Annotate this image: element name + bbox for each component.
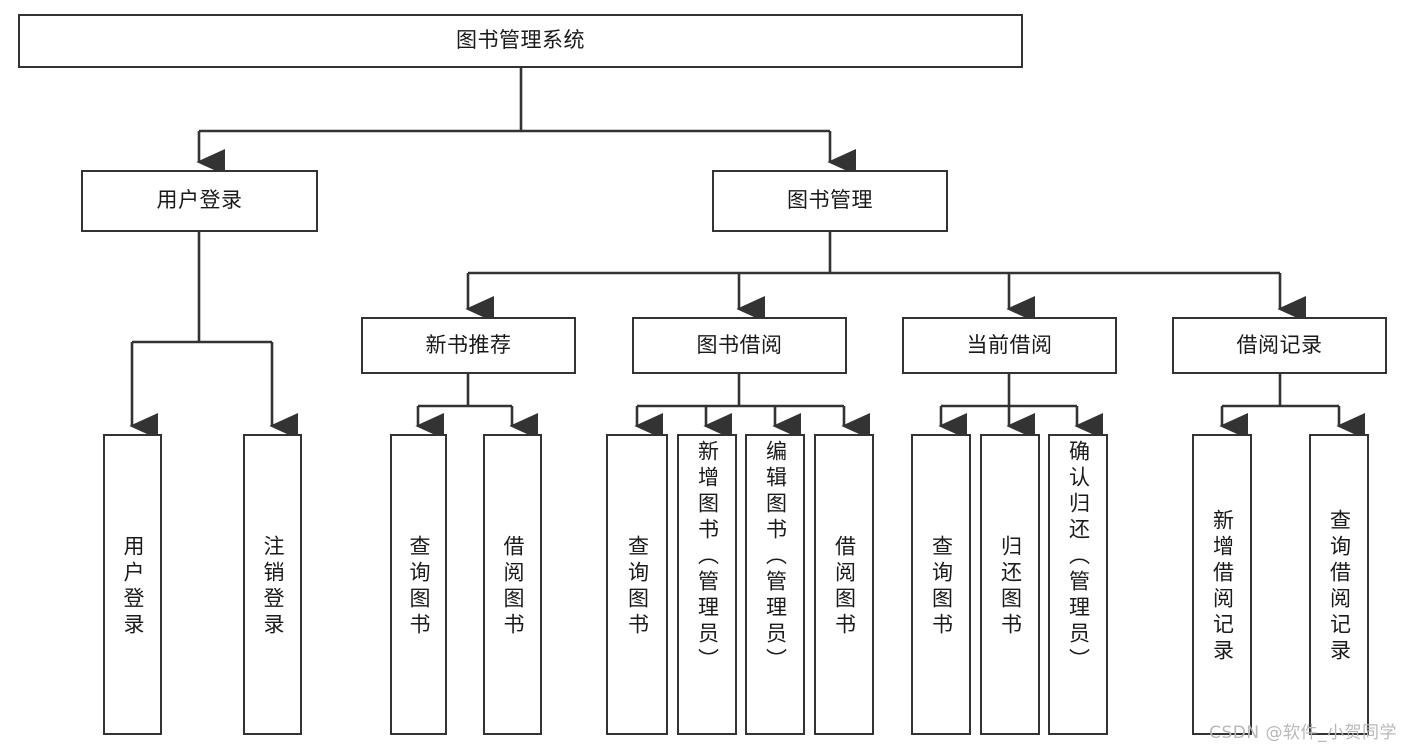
node-leaf-nb-query-book[interactable]: 查询图书 — [390, 434, 447, 735]
node-current-borrow-label: 当前借阅 — [966, 332, 1053, 357]
node-borrow-record-label: 借阅记录 — [1236, 332, 1323, 357]
node-book-management[interactable]: 图书管理 — [712, 170, 948, 232]
node-leaf-nb-borrow-book-label: 借阅图书 — [501, 534, 525, 639]
node-leaf-bb-query-book[interactable]: 查询图书 — [606, 434, 668, 735]
node-leaf-bb-add-book-admin[interactable]: 新增图书（管理员） — [677, 434, 737, 735]
node-leaf-cb-query-book[interactable]: 查询图书 — [911, 434, 971, 735]
node-book-management-label: 图书管理 — [787, 188, 873, 213]
node-leaf-br-query-record[interactable]: 查询借阅记录 — [1309, 434, 1369, 735]
csdn-watermark: CSDN @软件_小贺同学 — [1209, 723, 1397, 743]
node-new-book-recommend-label: 新书推荐 — [425, 332, 512, 357]
node-leaf-bb-borrow-book-label: 借阅图书 — [832, 534, 857, 639]
node-borrow-record[interactable]: 借阅记录 — [1172, 317, 1387, 374]
node-current-borrow[interactable]: 当前借阅 — [902, 317, 1117, 374]
node-root-label: 图书管理系统 — [456, 28, 585, 53]
node-leaf-br-add-record[interactable]: 新增借阅记录 — [1192, 434, 1252, 735]
node-leaf-br-add-record-label: 新增借阅记录 — [1210, 508, 1235, 665]
node-leaf-cb-confirm-return-admin-label: 确认归还（管理员） — [1066, 440, 1091, 674]
node-root-library-system[interactable]: 图书管理系统 — [18, 14, 1023, 68]
node-leaf-bb-borrow-book[interactable]: 借阅图书 — [814, 434, 874, 735]
node-book-borrow-label: 图书借阅 — [696, 332, 783, 357]
node-leaf-nb-query-book-label: 查询图书 — [407, 534, 431, 639]
node-leaf-cb-confirm-return-admin[interactable]: 确认归还（管理员） — [1048, 434, 1108, 735]
node-user-login-label: 用户登录 — [156, 188, 243, 213]
node-leaf-user-login[interactable]: 用户登录 — [103, 434, 162, 735]
node-book-borrow[interactable]: 图书借阅 — [632, 317, 847, 374]
node-leaf-logout-label: 注销登录 — [261, 534, 285, 639]
node-leaf-bb-edit-book-admin[interactable]: 编辑图书（管理员） — [745, 434, 805, 735]
node-new-book-recommend[interactable]: 新书推荐 — [361, 317, 576, 374]
node-leaf-bb-edit-book-admin-label: 编辑图书（管理员） — [763, 440, 788, 674]
node-leaf-bb-add-book-admin-label: 新增图书（管理员） — [695, 440, 720, 674]
node-leaf-nb-borrow-book[interactable]: 借阅图书 — [483, 434, 542, 735]
node-leaf-br-query-record-label: 查询借阅记录 — [1327, 508, 1352, 665]
node-user-login[interactable]: 用户登录 — [81, 170, 318, 232]
node-leaf-user-login-label: 用户登录 — [121, 534, 145, 639]
node-leaf-bb-query-book-label: 查询图书 — [625, 534, 650, 639]
node-leaf-logout[interactable]: 注销登录 — [243, 434, 302, 735]
node-leaf-cb-return-book-label: 归还图书 — [998, 534, 1023, 639]
node-leaf-cb-query-book-label: 查询图书 — [929, 534, 954, 639]
node-leaf-cb-return-book[interactable]: 归还图书 — [980, 434, 1040, 735]
